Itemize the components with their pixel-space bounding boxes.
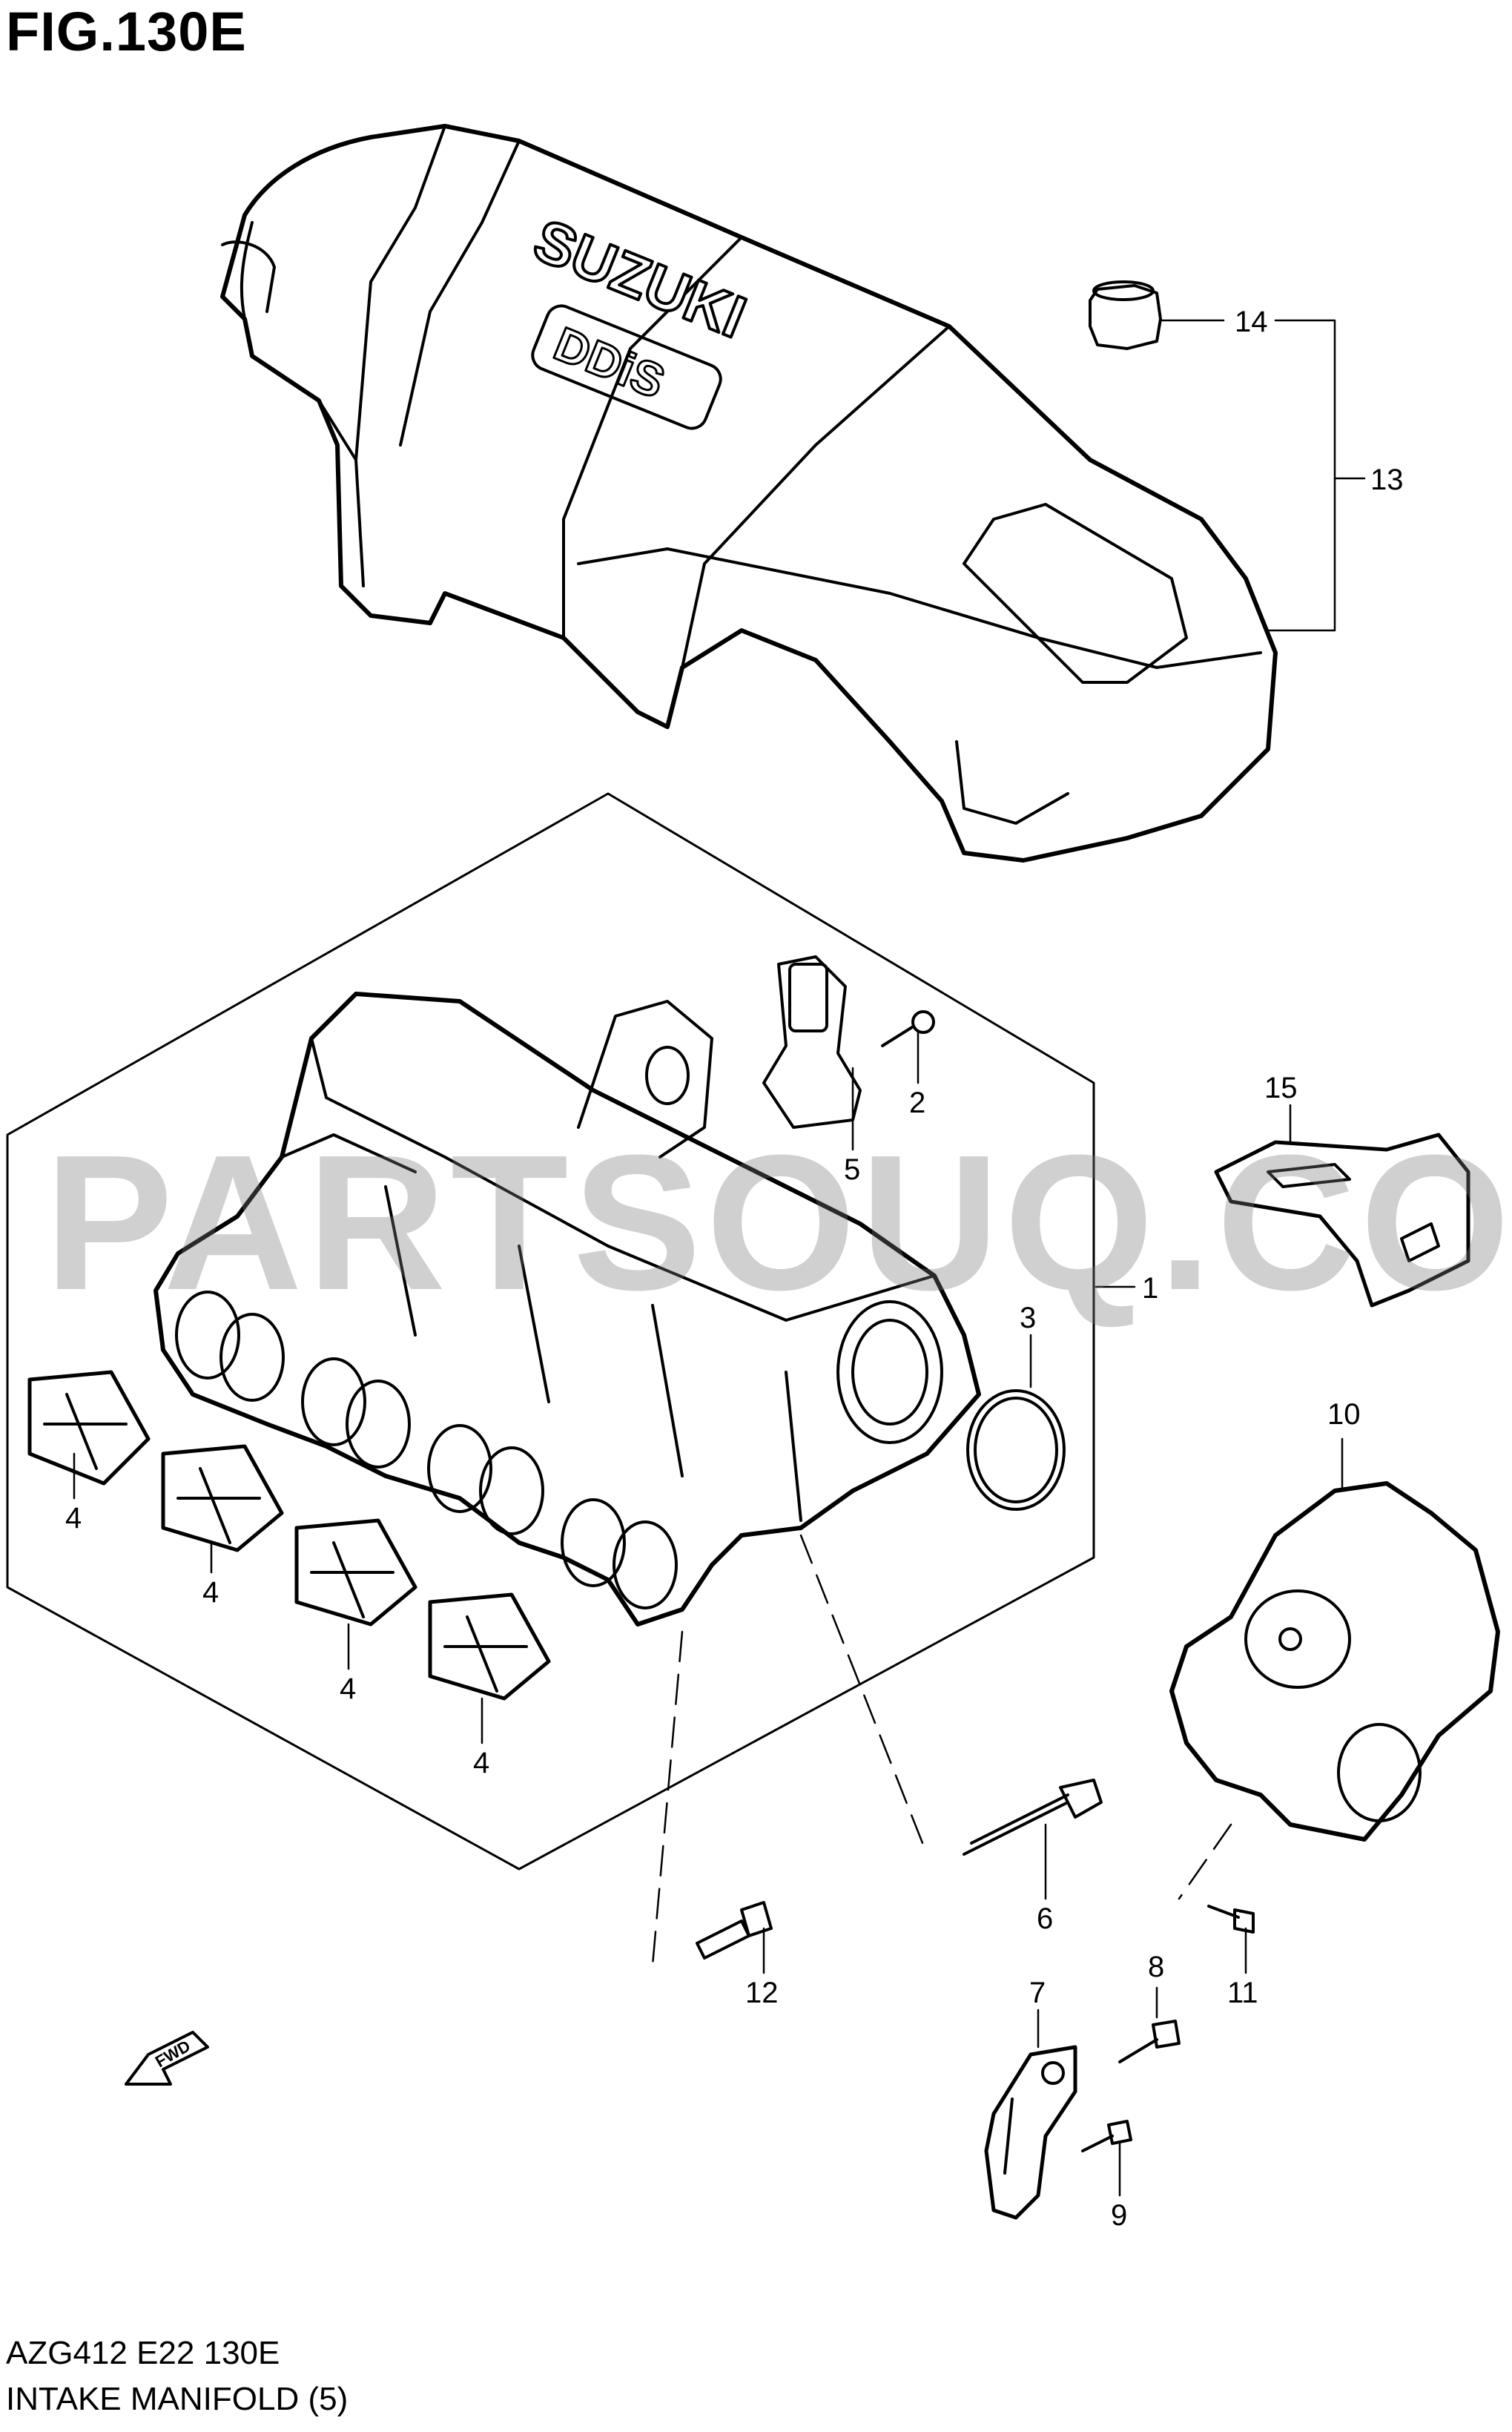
callout-6[interactable]: 6 — [1037, 1902, 1053, 1935]
callout-2[interactable]: 2 — [909, 1087, 925, 1119]
callout-8[interactable]: 8 — [1148, 1951, 1164, 1983]
callout-9[interactable]: 9 — [1111, 2199, 1127, 2232]
gasket-part-4-a[interactable] — [27, 1370, 151, 1486]
callout-4c[interactable]: 4 — [340, 1673, 356, 1705]
callout-4d[interactable]: 4 — [473, 1747, 489, 1779]
callout-4b[interactable]: 4 — [202, 1576, 219, 1609]
figure-title: FIG.130E — [6, 1, 247, 62]
intake-manifold[interactable] — [153, 992, 981, 1627]
callout-7[interactable]: 7 — [1029, 1977, 1046, 2009]
leader-lines — [73, 319, 1366, 2197]
gasket-part-4-b[interactable] — [161, 1444, 284, 1552]
callout-4a[interactable]: 4 — [65, 1502, 82, 1535]
screw-part-2[interactable] — [881, 1010, 935, 1047]
bracket-part-15[interactable] — [1214, 1133, 1470, 1308]
callout-5[interactable]: 5 — [844, 1153, 860, 1186]
o-ring-part-3[interactable] — [966, 1389, 1066, 1511]
callout-3[interactable]: 3 — [1020, 1302, 1036, 1334]
cap-nut-part-14[interactable] — [1089, 280, 1162, 350]
callout-13[interactable]: 13 — [1370, 464, 1404, 496]
callout-1[interactable]: 1 — [1142, 1272, 1158, 1305]
bolt-part-12[interactable] — [696, 1901, 773, 1960]
engine-cover[interactable]: SUZUKI DDiS — [220, 124, 1278, 863]
callout-10[interactable]: 10 — [1327, 1398, 1361, 1431]
sensor-part-5[interactable] — [762, 955, 862, 1129]
figure-name: INTAKE MANIFOLD (5) — [6, 2381, 349, 2417]
callout-labels: 14 13 1 3 4 4 4 4 5 2 15 10 6 12 11 7 8 … — [65, 306, 1404, 2232]
callout-14[interactable]: 14 — [1235, 306, 1268, 338]
screw-part-11[interactable] — [1207, 1905, 1255, 1934]
bracket-part-7[interactable] — [984, 2045, 1077, 2220]
callout-12[interactable]: 12 — [745, 1977, 779, 2009]
bolt-part-9[interactable] — [1081, 2120, 1132, 2152]
figure-code: AZG412 E22 130E — [6, 2335, 280, 2371]
fwd-arrow-icon: FWD — [125, 2031, 209, 2086]
bolt-part-6[interactable] — [963, 1779, 1103, 1856]
callout-15[interactable]: 15 — [1264, 1072, 1298, 1104]
gasket-part-4-c[interactable] — [294, 1518, 417, 1627]
gasket-part-4-d[interactable] — [428, 1592, 551, 1701]
throttle-body-part-10[interactable] — [1169, 1481, 1500, 1842]
assembly-outline — [6, 792, 1095, 1871]
callout-11[interactable]: 11 — [1227, 1977, 1258, 2009]
bolt-part-8[interactable] — [1118, 2020, 1181, 2063]
